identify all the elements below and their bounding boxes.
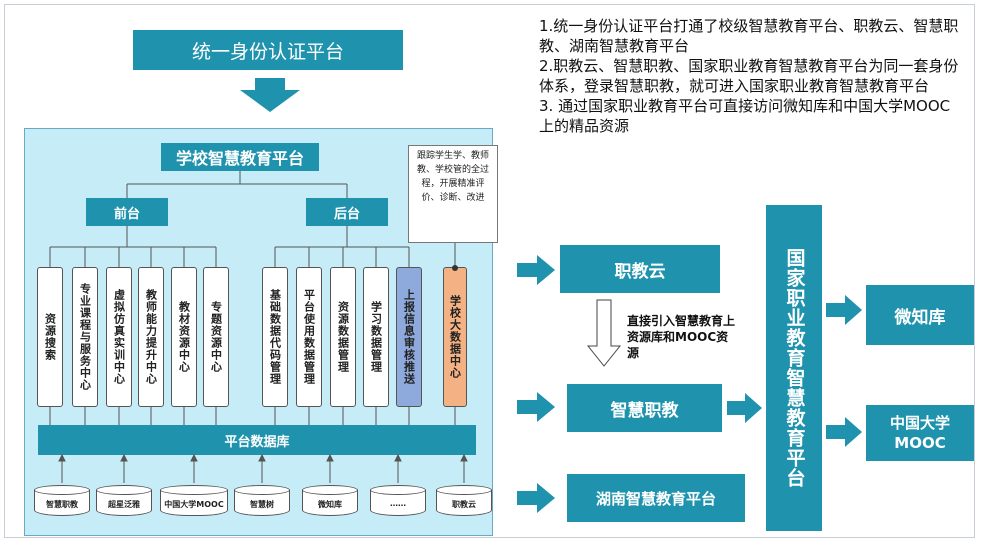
right-arrow-icon — [826, 417, 862, 447]
school-platform-title: 学校智慧教育平台 — [161, 143, 319, 171]
source-db-label: 微知库 — [318, 500, 342, 509]
platform-database-bar: 平台数据库 — [38, 425, 476, 455]
source-db-more: …… — [370, 485, 426, 519]
module-big-data-center: 学校大数据中心 — [443, 267, 467, 407]
right-arrow-icon — [727, 393, 762, 423]
national-platform-box: 国家职业教育智慧教育平台 — [766, 205, 822, 531]
right-arrow-icon — [826, 295, 862, 325]
unified-auth-box: 统一身份认证平台 — [133, 30, 403, 70]
weizhiku-box: 微知库 — [866, 285, 974, 345]
module-virtual-sim-center: 虚拟仿真实训中心 — [106, 267, 132, 407]
right-arrow-icon — [517, 483, 555, 513]
module-report-review-push: 上报信息审核推送 — [396, 267, 422, 407]
source-db-label: 超星泛雅 — [108, 500, 140, 509]
note-3: 3. 通过国家职业教育平台可直接访问微知库和中国大学MOOC上的精品资源 — [539, 97, 951, 135]
source-db-label: …… — [390, 499, 406, 508]
hunan-platform-box: 湖南智慧教育平台 — [567, 474, 745, 522]
source-db-chaoxing: 超星泛雅 — [96, 485, 152, 519]
module-topic-center: 专题资源中心 — [203, 267, 229, 407]
down-arrow-icon — [240, 78, 300, 112]
source-db-zhihuishu: 智慧树 — [234, 485, 290, 519]
source-db-label: 职教云 — [452, 500, 476, 509]
front-stage-box: 前台 — [86, 198, 168, 226]
source-db-mooc: 中国大学MOOC — [160, 485, 228, 519]
module-course-service-center: 专业课程与服务中心 — [72, 267, 98, 407]
right-arrow-icon — [517, 255, 555, 285]
national-platform-label: 国家职业教育智慧教育平台 — [783, 248, 806, 488]
module-resource-search: 资源搜索 — [37, 267, 63, 407]
note-1: 1.统一身份认证平台打通了校级智慧教育平台、职教云、智慧职教、湖南智慧教育平台 — [539, 17, 959, 55]
module-learning-data-mgmt: 学习数据管理 — [363, 267, 389, 407]
module-teacher-ability-center: 教师能力提升中心 — [138, 267, 164, 407]
module-base-code-mgmt: 基础数据代码管理 — [262, 267, 288, 407]
module-textbook-center: 教材资源中心 — [171, 267, 197, 407]
back-stage-box: 后台 — [306, 198, 388, 226]
right-arrow-icon — [517, 392, 555, 422]
source-db-zhijiaoyun: 职教云 — [436, 485, 492, 519]
source-db-zhihuizhijiao: 智慧职教 — [34, 485, 90, 519]
module-usage-data-mgmt: 平台使用数据管理 — [296, 267, 322, 407]
note-2: 2.职教云、智慧职教、国家职业教育智慧教育平台为同一套身份体系，登录智慧职教，就… — [539, 57, 959, 95]
diagram-frame — [4, 4, 975, 538]
source-db-label: 中国大学MOOC — [164, 500, 224, 509]
source-db-label: 智慧树 — [250, 500, 274, 509]
source-db-label: 智慧职教 — [46, 500, 78, 509]
import-note: 直接引入智慧教育上资源库和MOOC资源 — [627, 314, 736, 360]
source-db-weizhiku: 微知库 — [302, 485, 358, 519]
zhihuizhijiao-box: 智慧职教 — [567, 384, 722, 432]
hollow-down-arrow-icon — [586, 299, 622, 367]
module-resource-data-mgmt: 资源数据管理 — [330, 267, 356, 407]
zhijiaoyun-box: 职教云 — [560, 245, 720, 293]
mooc-box: 中国大学MOOC — [866, 405, 974, 461]
notes: 1.统一身份认证平台打通了校级智慧教育平台、职教云、智慧职教、湖南智慧教育平台 … — [539, 16, 959, 136]
tracking-note: 跟踪学生学、教师教、学校管的全过程，开展精准评价、诊断、改进 — [408, 145, 498, 243]
